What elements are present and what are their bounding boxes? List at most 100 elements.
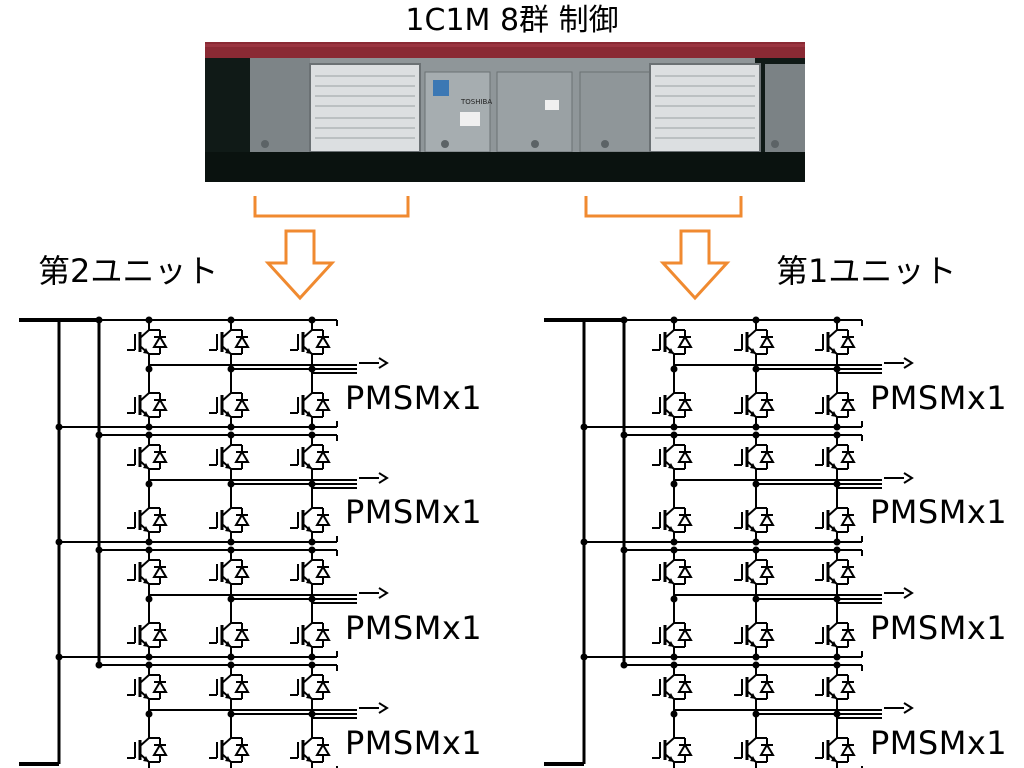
igbt-arrow (668, 463, 674, 469)
left-inverter-box (309, 63, 421, 153)
junction-dot (145, 710, 153, 718)
diode-symbol (840, 628, 856, 641)
igbt-collector (139, 674, 150, 684)
diode-symbol (234, 680, 250, 693)
igbt-arrow (831, 348, 837, 354)
igbt-collector (139, 329, 150, 339)
junction-dot (95, 431, 103, 439)
diode-symbol (315, 680, 331, 693)
pmsm-label: PMSMx1 (345, 493, 483, 531)
junction-dot (95, 546, 103, 554)
igbt-arrow (306, 463, 312, 469)
igbt-collector (221, 559, 232, 569)
igbt-collector (221, 392, 232, 402)
igbt-arrow (143, 578, 149, 584)
diode-symbol (840, 565, 856, 578)
igbt-arrow (306, 756, 312, 762)
igbt-collector (302, 622, 313, 632)
igbt-collector (664, 622, 675, 632)
igbt-collector (746, 329, 757, 339)
igbt-arrow (831, 756, 837, 762)
igbt-collector (221, 507, 232, 517)
igbt-collector (746, 622, 757, 632)
igbt-collector (302, 507, 313, 517)
pmsm-label: PMSMx1 (345, 609, 483, 647)
unit-1-label: 第1ユニット (776, 252, 957, 290)
igbt-arrow (831, 641, 837, 647)
diode-symbol (315, 743, 331, 756)
diode-symbol (840, 513, 856, 526)
junction-dot (670, 365, 678, 373)
diode-symbol (152, 680, 168, 693)
diode-symbol (152, 513, 168, 526)
igbt-collector (302, 444, 313, 454)
igbt-collector (139, 737, 150, 747)
igbt-collector (746, 674, 757, 684)
output-arrow-icon (378, 702, 389, 714)
igbt-arrow (225, 526, 231, 532)
diode-symbol (234, 335, 250, 348)
igbt-arrow (306, 411, 312, 417)
igbt-collector (139, 559, 150, 569)
igbt-arrow (668, 756, 674, 762)
junction-dot (833, 365, 841, 373)
junction-dot (308, 480, 316, 488)
igbt-collector (664, 329, 675, 339)
diode-symbol (234, 743, 250, 756)
diode-symbol (759, 743, 775, 756)
igbt-arrow (831, 578, 837, 584)
junction-dot (670, 710, 678, 718)
output-arrow-icon (903, 702, 914, 714)
diode-symbol (759, 450, 775, 463)
igbt-collector (221, 622, 232, 632)
igbt-collector (664, 392, 675, 402)
junction-dot (620, 661, 628, 669)
junction-dot (670, 480, 678, 488)
igbt-arrow (831, 463, 837, 469)
diode-symbol (315, 628, 331, 641)
igbt-arrow (831, 693, 837, 699)
igbt-collector (746, 737, 757, 747)
junction-dot (580, 653, 588, 661)
diode-symbol (840, 335, 856, 348)
igbt-collector (664, 444, 675, 454)
igbt-arrow (225, 641, 231, 647)
diode-symbol (677, 335, 693, 348)
diode-symbol (677, 565, 693, 578)
diode-symbol (234, 628, 250, 641)
equipment-photo-drawing: TOSHIBA (205, 42, 805, 182)
igbt-collector (746, 444, 757, 454)
pmsm-label: PMSMx1 (870, 379, 1008, 417)
igbt-collector (827, 559, 838, 569)
igbt-arrow (143, 756, 149, 762)
igbt-arrow (225, 578, 231, 584)
igbt-arrow (143, 411, 149, 417)
igbt-arrow (225, 348, 231, 354)
diode-symbol (677, 513, 693, 526)
igbt-collector (827, 507, 838, 517)
igbt-collector (302, 329, 313, 339)
diode-symbol (759, 513, 775, 526)
igbt-arrow (306, 578, 312, 584)
igbt-collector (827, 444, 838, 454)
blue-label-icon (433, 80, 449, 96)
diode-symbol (234, 513, 250, 526)
junction-dot (145, 595, 153, 603)
igbt-arrow (668, 411, 674, 417)
igbt-collector (139, 444, 150, 454)
junction-dot (55, 423, 63, 431)
diode-symbol (152, 628, 168, 641)
pmsm-label: PMSMx1 (870, 493, 1008, 531)
output-arrow-icon (378, 472, 389, 484)
igbt-arrow (225, 693, 231, 699)
igbt-arrow (143, 526, 149, 532)
igbt-arrow (143, 693, 149, 699)
diode-symbol (152, 743, 168, 756)
diode-symbol (315, 513, 331, 526)
igbt-arrow (225, 411, 231, 417)
output-arrow-icon (903, 357, 914, 369)
igbt-arrow (831, 411, 837, 417)
output-arrow-icon (378, 357, 389, 369)
igbt-collector (302, 674, 313, 684)
